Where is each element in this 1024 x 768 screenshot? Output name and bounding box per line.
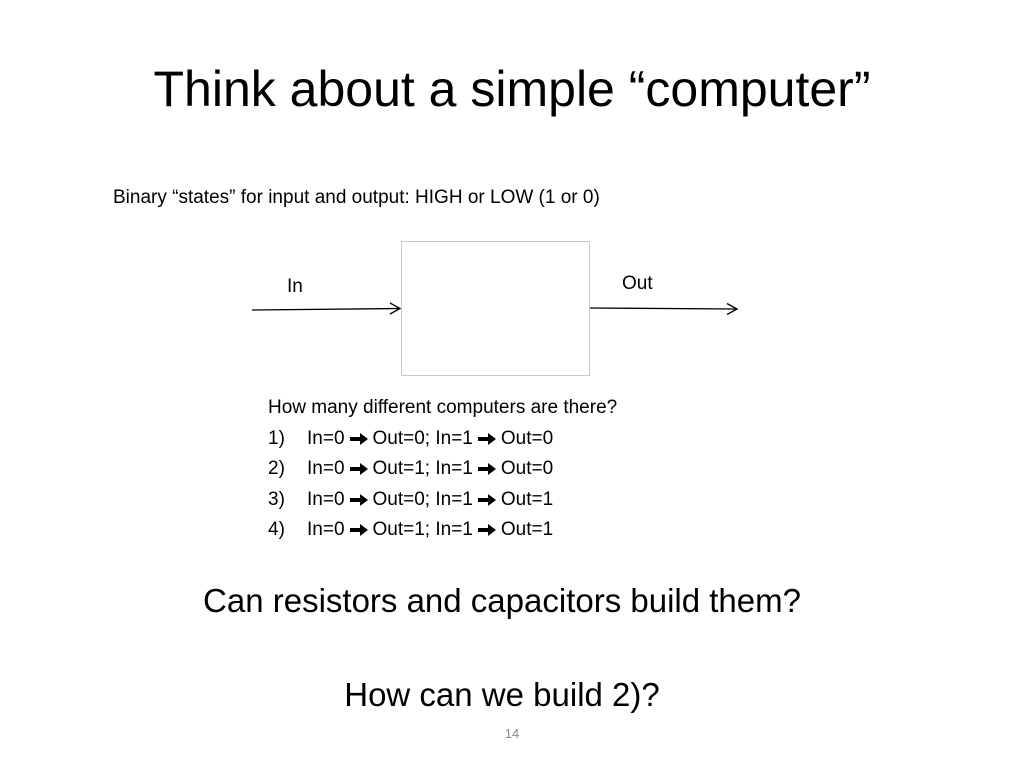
option-list: 1) In=0 Out=0; In=1 Out=0 2) In=0 Out=1;… xyxy=(268,424,617,546)
option-item: 2) In=0 Out=1; In=1 Out=0 xyxy=(268,454,617,485)
right-arrow-icon xyxy=(349,493,368,506)
option-output: Out=1 xyxy=(500,488,554,510)
option-middle: Out=0; In=1 xyxy=(372,427,473,449)
page-number: 14 xyxy=(504,726,520,741)
right-arrow-icon xyxy=(477,493,496,506)
option-number: 4) xyxy=(268,519,285,540)
closing-question-2: How can we build 2)? xyxy=(344,676,660,713)
option-item: 3) In=0 Out=0; In=1 Out=1 xyxy=(268,485,617,516)
right-arrow-icon xyxy=(477,463,496,476)
right-arrow-icon xyxy=(349,432,368,445)
option-middle: Out=0; In=1 xyxy=(372,488,473,510)
option-middle: Out=1; In=1 xyxy=(372,519,473,540)
question-text: How many different computers are there? xyxy=(268,397,618,418)
subtitle: Binary “states” for input and output: HI… xyxy=(113,187,600,208)
option-input: In=0 xyxy=(307,519,345,540)
right-arrow-icon xyxy=(477,524,496,537)
computer-box xyxy=(401,241,590,376)
option-middle: Out=1; In=1 xyxy=(372,458,473,479)
option-input: In=0 xyxy=(307,427,345,449)
closing-question-1: Can resistors and capacitors build them? xyxy=(203,582,801,619)
option-output: Out=0 xyxy=(500,427,554,449)
option-item: 1) In=0 Out=0; In=1 Out=0 xyxy=(268,424,617,455)
input-label: In xyxy=(287,276,303,297)
option-input: In=0 xyxy=(307,488,345,510)
option-output: Out=0 xyxy=(500,458,554,479)
right-arrow-icon xyxy=(349,463,368,476)
option-number: 2) xyxy=(268,458,285,479)
input-arrow-icon xyxy=(251,302,402,315)
option-number: 1) xyxy=(268,427,285,449)
option-item: 4) In=0 Out=1; In=1 Out=1 xyxy=(268,515,617,546)
option-output: Out=1 xyxy=(500,519,554,540)
option-input: In=0 xyxy=(307,458,345,479)
slide-title: Think about a simple “computer” xyxy=(153,61,871,117)
output-label: Out xyxy=(622,273,653,294)
right-arrow-icon xyxy=(477,432,496,445)
question-block: How many different computers are there? … xyxy=(268,393,617,546)
option-number: 3) xyxy=(268,488,285,510)
output-arrow-icon xyxy=(589,302,739,316)
right-arrow-icon xyxy=(349,524,368,537)
